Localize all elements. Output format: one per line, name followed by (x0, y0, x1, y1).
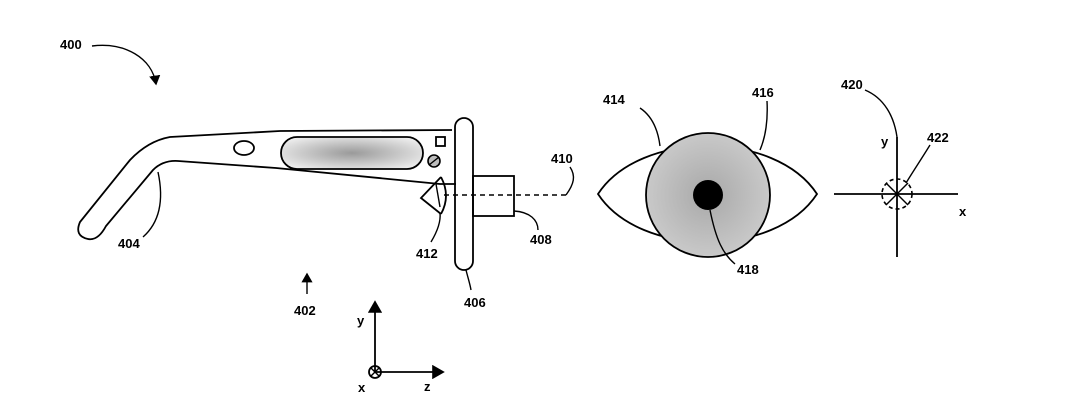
leader-404 (142, 171, 162, 238)
axis-x-into-page (368, 365, 382, 379)
frame-slot (233, 140, 255, 156)
label-420: 420 (841, 77, 863, 92)
leader-416 (759, 100, 768, 151)
leader-400-arrow (91, 44, 161, 86)
label-404: 404 (118, 236, 140, 251)
frame-arm-404 (77, 129, 456, 241)
axis-y-main-label: y (357, 313, 365, 328)
label-400: 400 (60, 37, 82, 52)
axis-x-main-label: x (358, 380, 366, 395)
label-402: 402 (294, 303, 316, 318)
frame-lens-shaded (280, 136, 424, 170)
frame-round-sensor-hatch (428, 156, 440, 166)
leader-406 (465, 269, 472, 291)
label-410: 410 (551, 151, 573, 166)
label-416: 416 (752, 85, 774, 100)
leader-408 (513, 210, 539, 231)
label-418: 418 (737, 262, 759, 277)
label-412: 412 (416, 246, 438, 261)
leader-410 (565, 166, 575, 196)
axis-x-pupil-label: x (959, 204, 967, 219)
axes-pupil: y x (834, 134, 967, 257)
side-frame-406 (454, 117, 474, 271)
eye-414 (596, 132, 819, 258)
axis-z-main-label: z (424, 379, 431, 394)
eye-sensor-412 (419, 176, 447, 215)
leader-422 (905, 144, 931, 184)
leader-420 (864, 89, 898, 138)
leader-418 (709, 209, 736, 265)
label-422: 422 (927, 130, 949, 145)
label-408: 408 (530, 232, 552, 247)
leader-414 (639, 107, 661, 147)
eye-outline (596, 145, 819, 243)
label-406: 406 (464, 295, 486, 310)
pupil-center-422 (881, 178, 913, 210)
axis-y-pupil-label: y (881, 134, 889, 149)
glasses-frame (77, 129, 456, 241)
axes-main: y x z (357, 300, 445, 395)
label-414: 414 (603, 92, 625, 107)
leader-412 (430, 212, 441, 243)
camera-408 (472, 175, 515, 217)
frame-square-button (435, 136, 446, 147)
pupil-418 (693, 180, 723, 210)
